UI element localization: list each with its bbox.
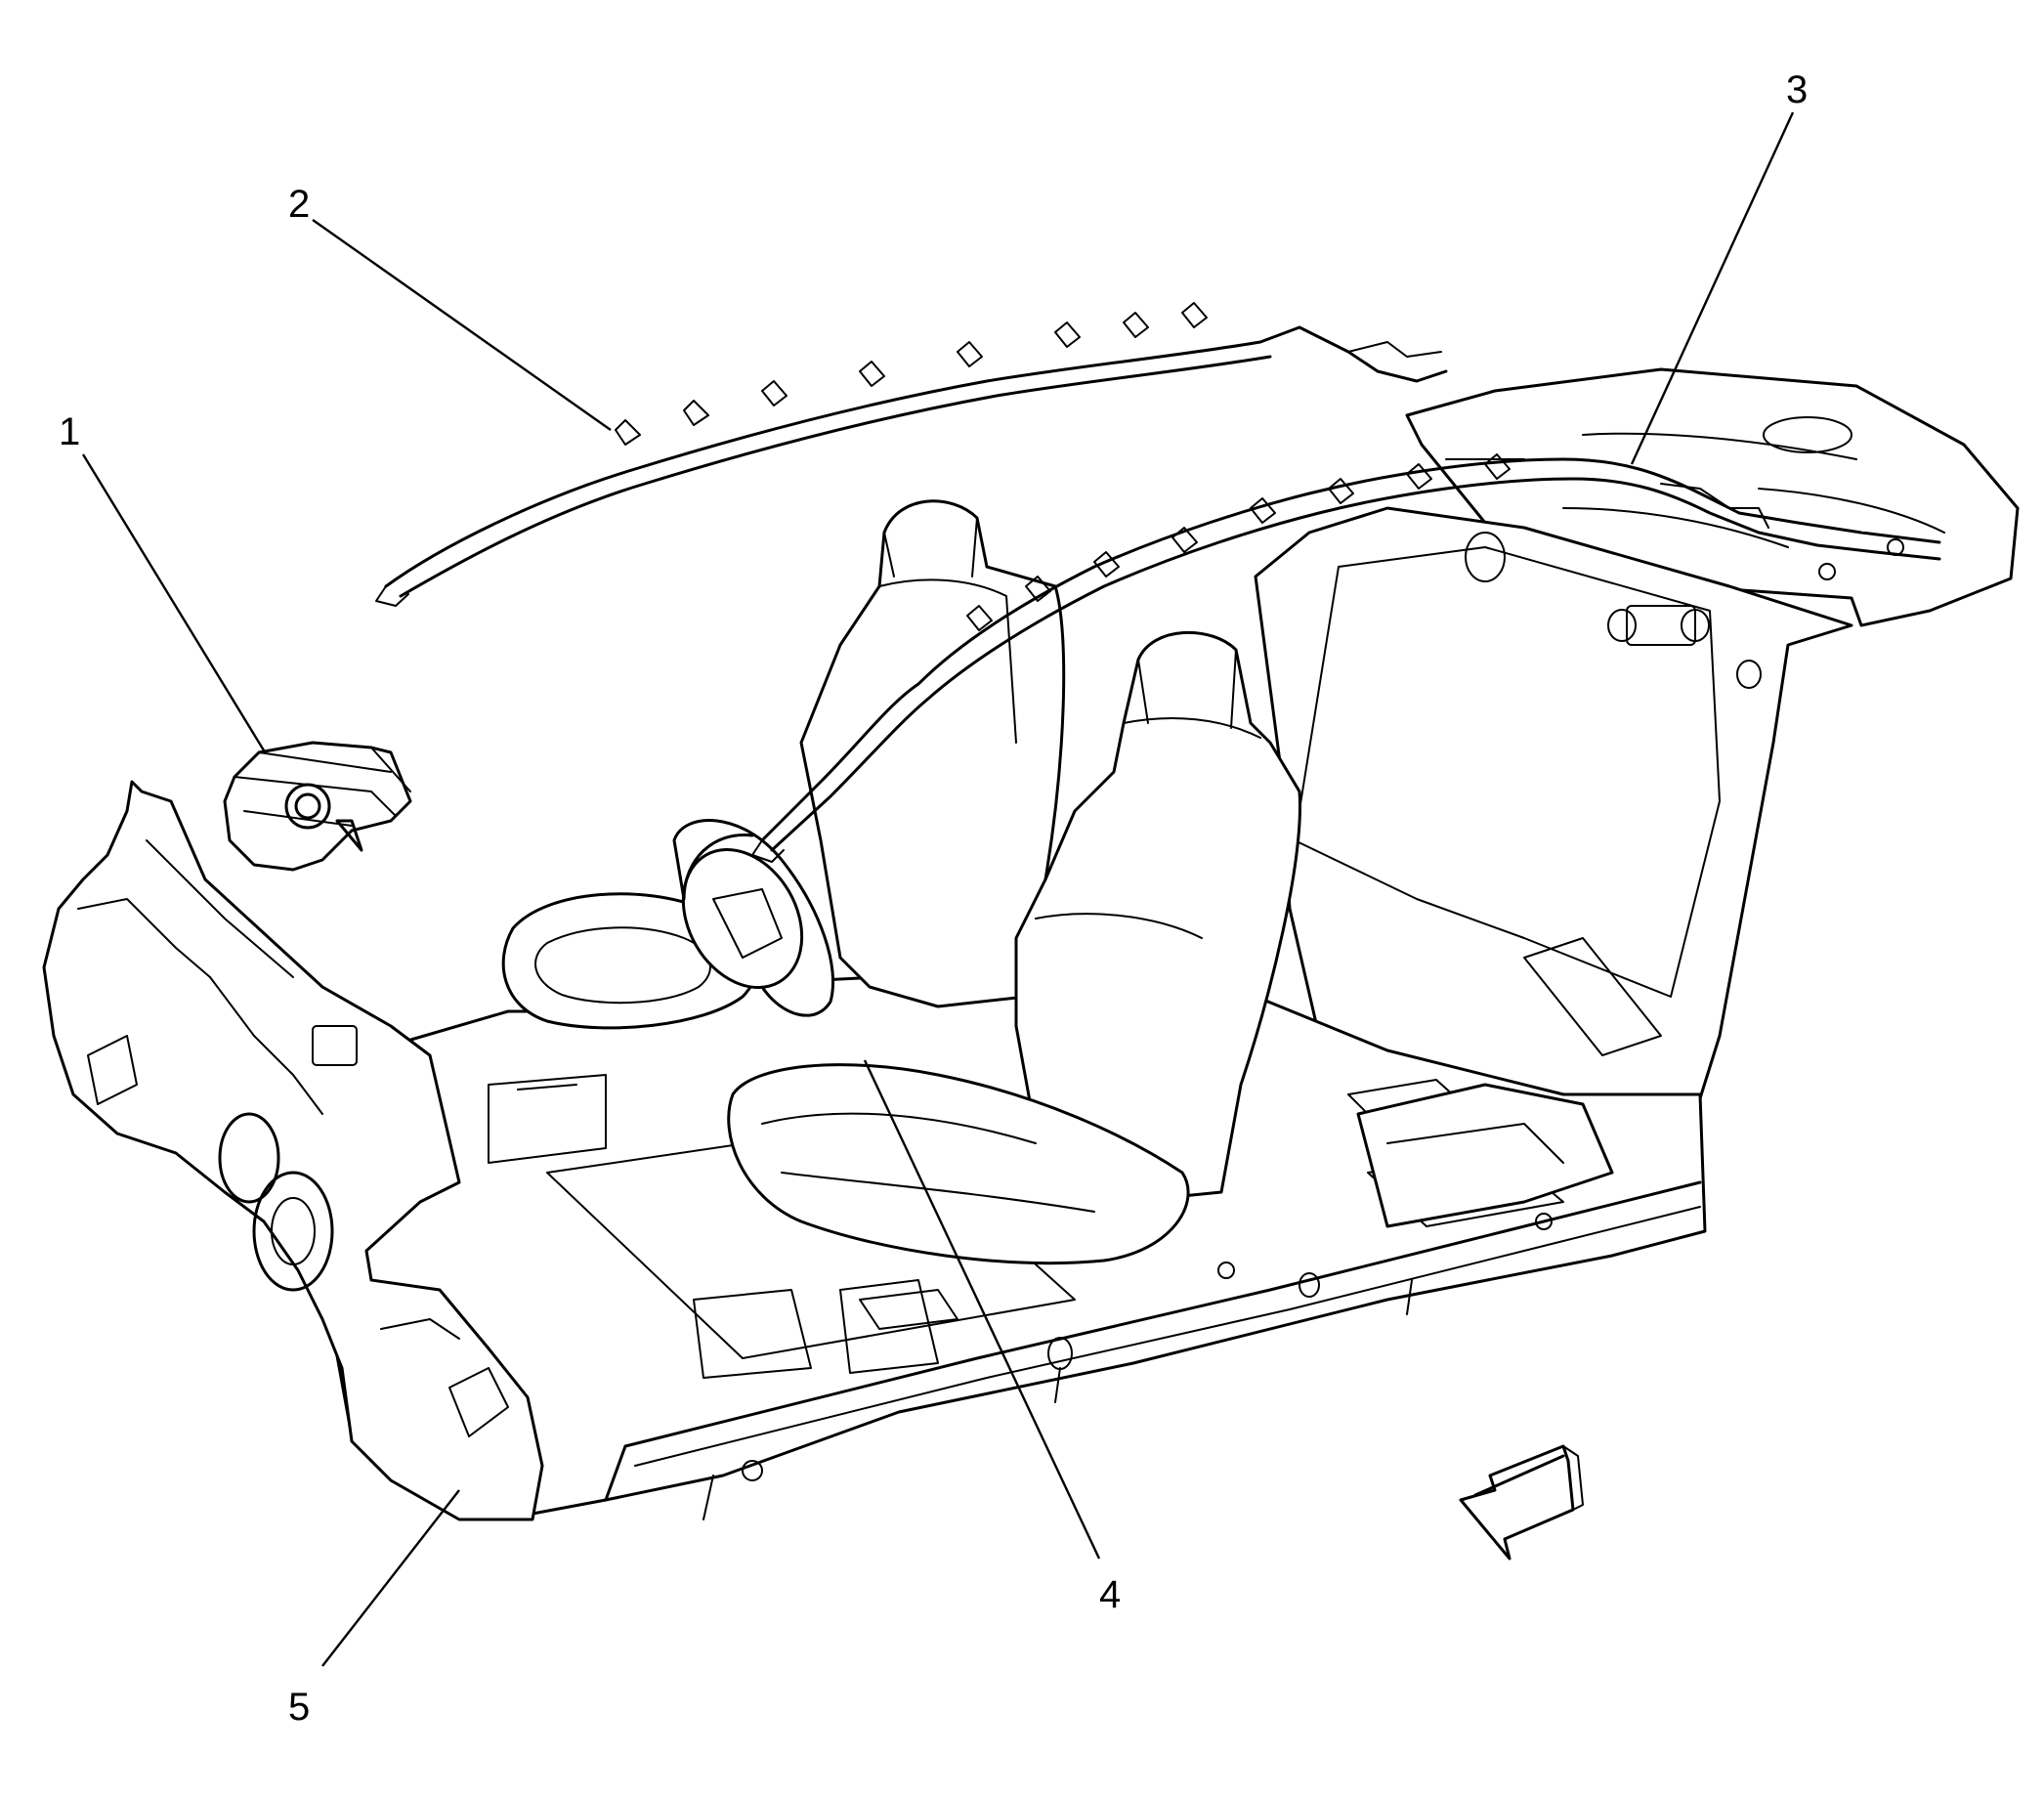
leader-line-3 [1630, 111, 1795, 465]
instrument-panel-dash [42, 780, 544, 1521]
right-body-side-panel [1254, 506, 1853, 1116]
leader-line-1 [81, 453, 266, 751]
leader-line-4 [863, 1059, 1101, 1560]
callout-3: 3 [1786, 68, 1808, 111]
leader-line-2 [312, 219, 612, 431]
passenger-airbag-module [223, 741, 412, 872]
left-seat [799, 499, 1066, 1008]
callout-4: 4 [1099, 1573, 1121, 1616]
leader-lines [81, 111, 1795, 1667]
steering-wheel-airbag [501, 819, 835, 1030]
leader-line-5 [321, 1489, 460, 1667]
callout-1: 1 [59, 410, 80, 453]
callout-labels: 1 2 3 4 5 [59, 68, 1808, 1729]
right-roof-rail-airbag [751, 453, 1941, 863]
callout-5: 5 [288, 1686, 310, 1729]
forward-direction-arrow-icon [1459, 1444, 1584, 1561]
left-roof-rail-airbag [375, 302, 1448, 607]
center-console [1356, 1083, 1614, 1228]
callout-2: 2 [288, 183, 310, 226]
right-seat [727, 630, 1301, 1265]
